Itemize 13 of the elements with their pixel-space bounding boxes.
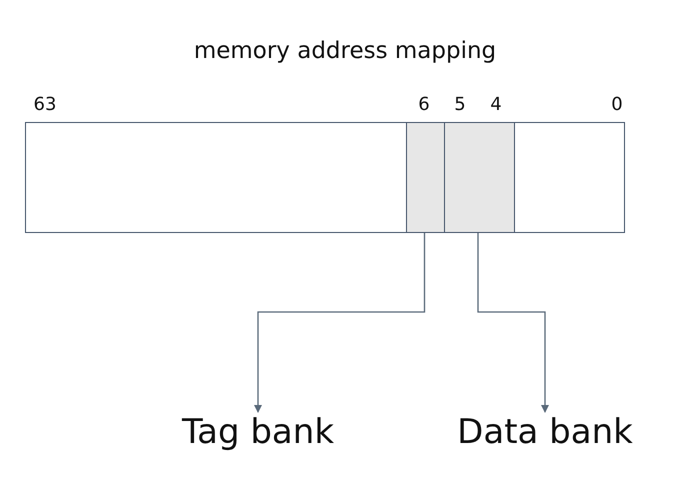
- bank-label-text: Data bank: [456, 412, 634, 453]
- bit-index: 4: [490, 94, 502, 115]
- bit-index: 0: [611, 94, 623, 115]
- bit-index: 5: [454, 94, 466, 115]
- bit-field: [406, 122, 445, 232]
- connector-arrow: [254, 232, 426, 413]
- bit-field: [444, 122, 514, 232]
- bit-index: 63: [34, 94, 56, 115]
- diagram-title: memory address mapping: [192, 38, 498, 64]
- address-bar: [25, 122, 625, 233]
- bank-label-text: Tag bank: [180, 412, 336, 453]
- bit-index: 6: [418, 94, 430, 115]
- connector-arrow: [477, 232, 549, 413]
